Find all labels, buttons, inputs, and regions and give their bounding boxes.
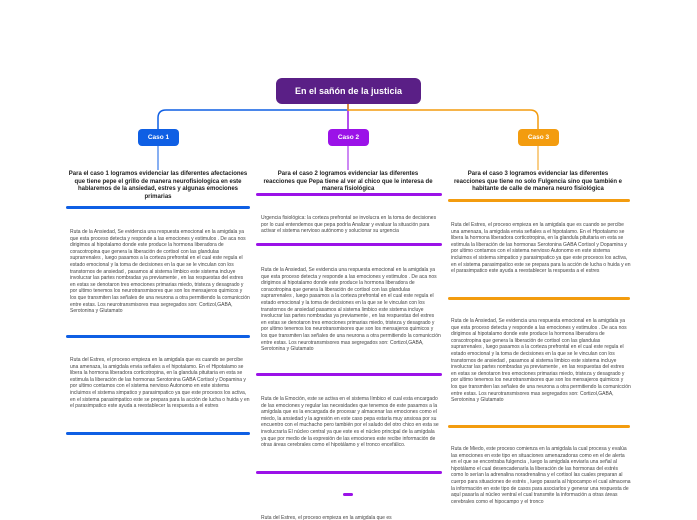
case-2-label: Caso 2 bbox=[337, 134, 360, 141]
case-2-heading: Para el caso 2 logramos evidenciar las d… bbox=[263, 171, 433, 192]
case-2-text-3: Ruta de la Emoción, este se activa en el… bbox=[261, 396, 439, 449]
case-3-text-3: Ruta de Miedo, este proceso comienza en … bbox=[451, 446, 631, 505]
case-3-label: Caso 3 bbox=[527, 134, 550, 141]
root-node[interactable]: En el sañón de la justicia bbox=[276, 78, 421, 104]
case-2-text-2: Ruta de la Ansiedad, Se evidencia una re… bbox=[261, 267, 441, 353]
case-2-text-2-underline bbox=[256, 373, 442, 376]
case-1-node[interactable]: Caso 1 bbox=[138, 129, 179, 146]
case-1-text-1: Ruta de la Ansiedad, Se evidencia una re… bbox=[70, 229, 250, 315]
case-3-text-1-underline bbox=[448, 297, 630, 300]
case-2-text-3-underline bbox=[256, 471, 442, 474]
case-3-text-2-underline bbox=[448, 425, 630, 428]
root-title: En el sañón de la justicia bbox=[294, 86, 403, 96]
case-2-heading-underline bbox=[256, 193, 442, 196]
case-2-cut-text: Ruta del Estres, el proceso empieza en l… bbox=[261, 515, 392, 520]
case-2-text-1-underline bbox=[256, 243, 442, 246]
case-3-text-2: Ruta de la Ansiedad, Se evidencia una re… bbox=[451, 318, 631, 404]
case-3-node[interactable]: Caso 3 bbox=[518, 129, 559, 146]
case-1-text-1-underline bbox=[66, 335, 250, 338]
case-1-label: Caso 1 bbox=[147, 134, 170, 141]
case-1-heading: Para el caso 1 logramos evidenciar las d… bbox=[68, 171, 248, 200]
case-3-heading: Para el caso 3 logramos evidenciar las d… bbox=[453, 171, 623, 192]
case-1-text-2: Ruta del Estres, el proceso empieza en l… bbox=[70, 357, 250, 410]
case-2-text-1: Urgencia fisiológica: la corteza prefron… bbox=[261, 215, 437, 235]
case-3-heading-underline bbox=[448, 199, 630, 202]
case-1-heading-underline bbox=[66, 206, 250, 209]
case-3-text-1: Ruta del Estres, el proceso empieza en l… bbox=[451, 222, 631, 275]
case-1-text-2-underline bbox=[66, 432, 250, 435]
case-2-collapse-dash[interactable] bbox=[343, 493, 353, 496]
case-2-node[interactable]: Caso 2 bbox=[328, 129, 369, 146]
